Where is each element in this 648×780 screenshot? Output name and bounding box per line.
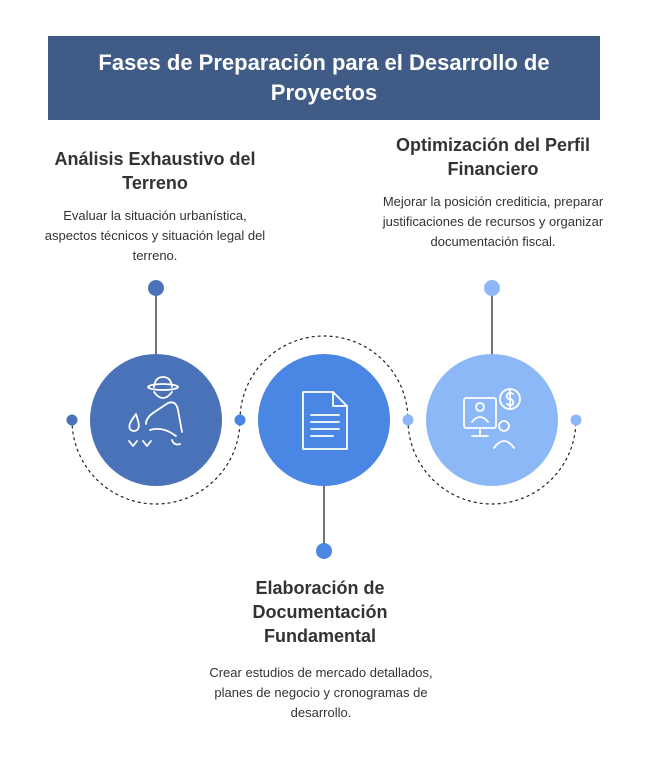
phase-3-circle: [426, 354, 558, 486]
page-title: Fases de Preparación para el Desarrollo …: [98, 50, 550, 105]
phase-3-top-dot: [484, 280, 500, 296]
dotted-arc-1: [71, 419, 241, 505]
arc-dot-left: [66, 414, 78, 426]
document-icon: [302, 391, 348, 450]
phase-3-description: Mejorar la posición crediticia, preparar…: [382, 194, 604, 249]
phase-1-heading: Análisis Exhaustivo del Terreno: [54, 149, 256, 193]
phase-1-circle: [90, 354, 222, 486]
phase-2-circle: [258, 354, 390, 486]
phase-2-heading: Elaboración de Documentación Fundamental: [252, 578, 388, 646]
phase-3-heading: Optimización del Perfil Financiero: [395, 135, 591, 179]
arc-dot-right: [570, 414, 582, 426]
phase-2-description: Crear estudios de mercado detallados, pl…: [209, 665, 433, 720]
dotted-arc-2: [239, 335, 409, 421]
arc-dot-center-left: [234, 414, 246, 426]
arc-dot-center-right: [402, 414, 414, 426]
farmer-field-icon: [128, 376, 183, 447]
phase-1-top-dot: [148, 280, 164, 296]
phase-2-bottom-dot: [316, 543, 332, 559]
phase-1-description: Evaluar la situación urbanística, aspect…: [44, 208, 266, 263]
dotted-arc-3: [407, 419, 577, 505]
title-banner: Fases de Preparación para el Desarrollo …: [48, 36, 600, 120]
financial-presentation-icon: [463, 388, 521, 449]
